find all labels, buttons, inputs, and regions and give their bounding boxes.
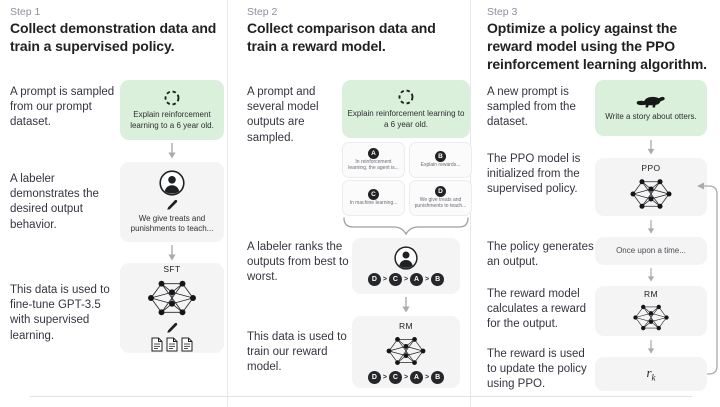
step2-train-text: This data is used to train our reward mo… — [247, 331, 347, 374]
step2-prompt-caption: Explain reinforcement learning to a 6 ye… — [347, 109, 465, 129]
output-letter-a: A — [368, 148, 379, 160]
ranking-row: D > C > A > B — [367, 370, 445, 384]
arrow-down-icon — [647, 220, 655, 234]
step3-reward-box: rk — [595, 357, 707, 391]
step3-generate-text: The policy generates an output. — [487, 241, 594, 269]
column-divider-1 — [227, 0, 228, 407]
step2-rank-text: A labeler ranks the outputs from best to… — [247, 241, 349, 284]
arrow-down-icon — [168, 245, 176, 261]
step3-prompt-text: A new prompt is sampled from the dataset… — [487, 86, 576, 129]
step1-labeler-text: A labeler demonstrates the desired outpu… — [10, 173, 99, 231]
brace-icon — [343, 217, 469, 236]
step2-rm-box: RM D > C > A > B — [352, 316, 460, 388]
step3-prompt-box: Write a story about otters. — [595, 80, 707, 136]
document-icon — [151, 337, 163, 352]
sft-label: SFT — [163, 264, 181, 274]
step3-output-box: Once upon a time... — [595, 237, 707, 265]
step3-label: Step 3 — [487, 6, 518, 18]
output-text-d: We give treats and punishments to teach.… — [414, 197, 467, 209]
neural-network-icon — [630, 178, 672, 209]
output-card-b: B Explain rewards... — [409, 142, 472, 178]
step3-init-text: The PPO model is initialized from the su… — [487, 153, 581, 196]
arrow-down-icon — [168, 143, 176, 159]
step2-labeler-box: D > C > A > B — [352, 238, 460, 294]
sample-icon — [398, 89, 414, 105]
output-text-b: Explain rewards... — [420, 162, 461, 169]
output-card-d: D We give treats and punishments to teac… — [409, 180, 472, 216]
step1-sft-box: SFT — [120, 263, 224, 353]
pen-icon — [167, 322, 178, 333]
rank-separator: > — [403, 276, 409, 283]
rank-separator: > — [382, 373, 387, 381]
sample-icon — [164, 90, 180, 106]
step3-ppo-box: PPO — [595, 158, 707, 216]
step3-output-text: Once upon a time... — [616, 245, 686, 255]
neural-network-icon — [148, 280, 196, 316]
documents-row — [151, 337, 193, 352]
output-text-c: In machine learning... — [349, 200, 398, 207]
document-icon — [181, 337, 193, 352]
labeler-icon — [394, 246, 418, 270]
document-icon — [166, 337, 178, 352]
arrow-down-icon — [402, 297, 410, 313]
rank-separator: > — [425, 373, 430, 381]
output-letter-d: D — [435, 186, 446, 198]
output-card-c: C In machine learning... — [342, 180, 405, 216]
neural-network-icon — [386, 336, 426, 365]
rank-item: D — [367, 273, 381, 286]
step1-label: Step 1 — [10, 6, 41, 18]
labeler-icon — [159, 170, 185, 196]
step2-label: Step 2 — [247, 6, 278, 18]
reward-subscript: k — [651, 372, 656, 383]
step2-title: Collect comparison data and train a rewa… — [247, 20, 436, 54]
step2-prompt-text: A prompt and several model outputs are s… — [247, 86, 319, 144]
output-letter-c: C — [368, 189, 379, 201]
step1-labeler-caption: We give treats and punishments to teach.… — [130, 213, 214, 233]
step3-rm-box: RM — [595, 286, 707, 336]
pen-icon — [167, 199, 178, 210]
rm-label: RM — [398, 320, 414, 331]
step1-prompt-box: Explain reinforcement learning to a 6 ye… — [120, 80, 224, 140]
reward-symbol: r — [646, 365, 652, 381]
rank-item: B — [431, 370, 445, 384]
rank-separator: > — [382, 276, 387, 283]
neural-network-icon — [633, 304, 669, 331]
step1-labeler-box: We give treats and punishments to teach.… — [120, 162, 224, 242]
step3-update-text: The reward is used to update the policy … — [487, 348, 587, 391]
rank-item: C — [388, 273, 402, 286]
step1-prompt-caption: Explain reinforcement learning to a 6 ye… — [130, 110, 214, 130]
rank-separator: > — [403, 373, 409, 381]
step3-title: Optimize a policy against the reward mod… — [487, 20, 707, 72]
rank-item: C — [388, 370, 402, 384]
rm-label: RM — [643, 289, 659, 299]
rank-item: A — [410, 370, 424, 384]
step1-prompt-text: A prompt is sampled from our prompt data… — [10, 86, 115, 129]
ranking-row: D > C > A > B — [367, 273, 445, 286]
rank-separator: > — [425, 276, 430, 283]
step3-prompt-caption: Write a story about otters. — [605, 111, 697, 121]
ppo-label: PPO — [641, 162, 661, 173]
arrow-down-icon — [647, 268, 655, 282]
rank-item: D — [367, 370, 381, 384]
otter-icon — [636, 96, 665, 108]
output-card-a: A In reinforcement learning, the agent i… — [342, 142, 405, 178]
arrow-down-icon — [647, 340, 655, 354]
rank-item: A — [410, 273, 424, 286]
reward-value: rk — [646, 365, 655, 383]
step3-reward-text: The reward model calculates a reward for… — [487, 288, 587, 331]
rank-item: B — [431, 273, 445, 286]
step1-finetune-text: This data is used to fine-tune GPT-3.5 w… — [10, 284, 110, 342]
output-letter-b: B — [435, 151, 446, 163]
step1-title: Collect demonstration data and train a s… — [10, 20, 217, 54]
bottom-divider — [30, 396, 692, 397]
output-text-a: In reinforcement learning, the agent is.… — [348, 159, 399, 171]
arrow-down-icon — [647, 140, 655, 155]
step2-prompt-box: Explain reinforcement learning to a 6 ye… — [342, 80, 470, 138]
